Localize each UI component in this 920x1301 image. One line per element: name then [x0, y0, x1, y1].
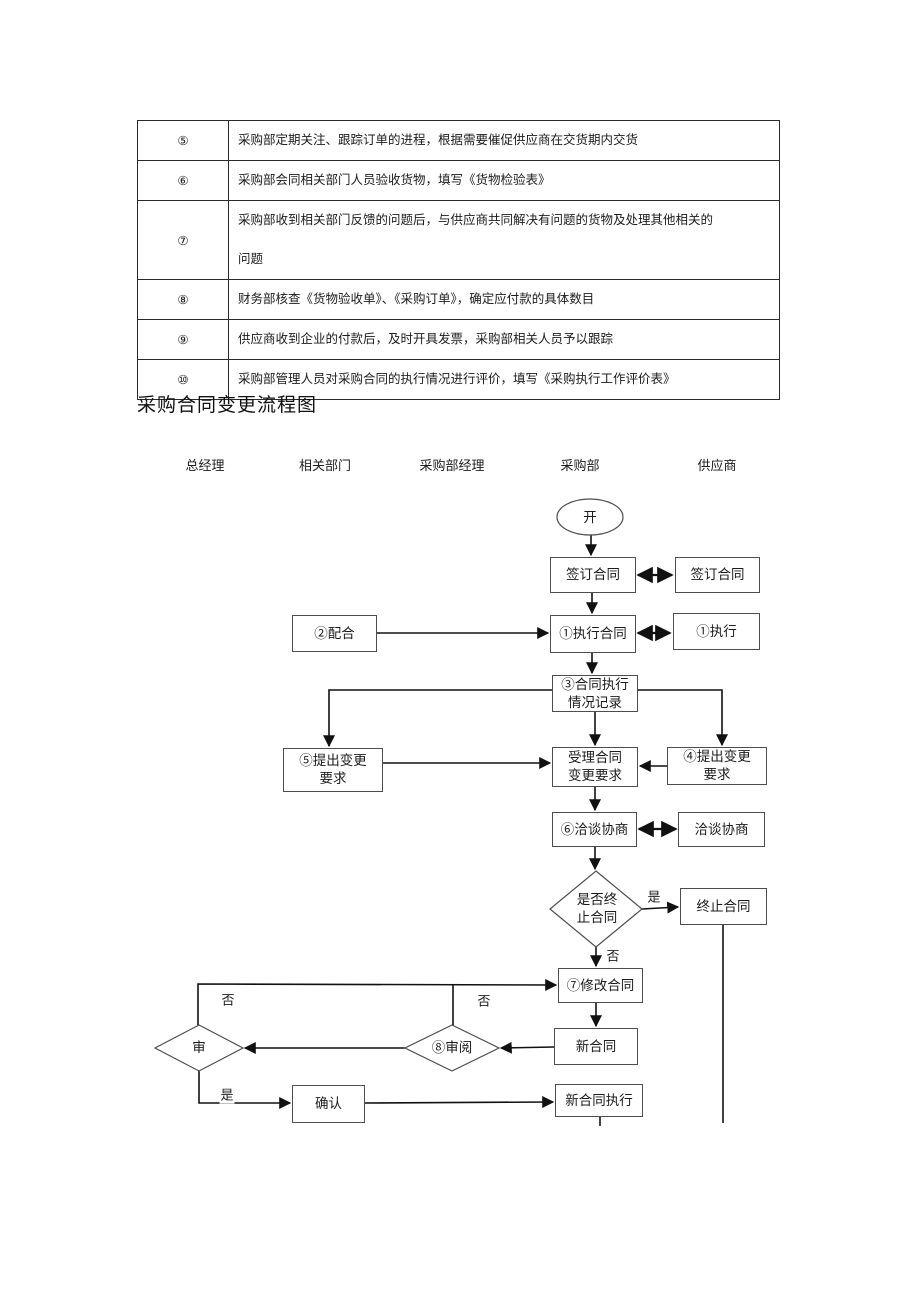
flow-node-negotiate: ⑥洽谈协商: [552, 812, 637, 847]
table-row: ⑥ 采购部会同相关部门人员验收货物，填写《货物检验表》: [137, 160, 780, 201]
lane-header-supplier: 供应商: [697, 458, 737, 473]
flow-node-confirm: 确认: [292, 1085, 365, 1123]
flow-node-negotiate-supplier: 洽谈协商: [678, 812, 765, 847]
step-description: 采购部会同相关部门人员验收货物，填写《货物检验表》: [228, 160, 780, 201]
step-number: ⑧: [137, 279, 229, 320]
edge-label-no-review: 否: [220, 989, 236, 1009]
step-description-text: 采购部收到相关部门反馈的问题后，与供应商共同解决有问题的货物及处理其他相关的 问…: [238, 213, 714, 266]
flow-node-accept-change: 受理合同 变更要求: [552, 747, 638, 787]
table-row: ⑧ 财务部核查《货物验收单》、《采购订单》，确定应付款的具体数目: [137, 279, 780, 320]
flow-node-execute-contract: ①执行合同: [550, 615, 636, 653]
step-description-text: 采购部定期关注、跟踪订单的进程，根据需要催促供应商在交货期内交货: [238, 133, 639, 147]
edge-label-no-terminate: 否: [605, 945, 621, 965]
step-number: ⑨: [137, 319, 229, 360]
step-description: 供应商收到企业的付款后，及时开具发票，采购部相关人员予以跟踪: [228, 319, 780, 360]
step-description: 采购部收到相关部门反馈的问题后，与供应商共同解决有问题的货物及处理其他相关的 问…: [228, 200, 780, 280]
flow-node-record: ③合同执行 情况记录: [552, 675, 638, 712]
step-description-text: 供应商收到企业的付款后，及时开具发票，采购部相关人员予以跟踪: [238, 332, 614, 346]
step-description-text: 采购部会同相关部门人员验收货物，填写《货物检验表》: [238, 173, 551, 187]
terminate-decision-label: 是否终 止合同: [576, 892, 618, 925]
table-row: ⑩ 采购部管理人员对采购合同的执行情况进行评价，填写《采购执行工作评价表》: [137, 359, 780, 400]
flow-node-sign-contract-supplier: 签订合同: [675, 557, 760, 593]
table-row: ⑤ 采购部定期关注、跟踪订单的进程，根据需要催促供应商在交货期内交货: [137, 120, 780, 161]
flow-node-new-contract-exec: 新合同执行: [555, 1084, 643, 1117]
table-row: ⑨ 供应商收到企业的付款后，及时开具发票，采购部相关人员予以跟踪: [137, 319, 780, 360]
lane-header-purchasing-manager: 采购部经理: [419, 458, 485, 473]
review-label: 审: [192, 1040, 206, 1056]
flow-node-propose-change-left: ⑤提出变更 要求: [283, 748, 383, 792]
flow-node-new-contract: 新合同: [554, 1028, 638, 1065]
step-description-text: 采购部管理人员对采购合同的执行情况进行评价，填写《采购执行工作评价表》: [238, 372, 676, 386]
step-description: 采购部定期关注、跟踪订单的进程，根据需要催促供应商在交货期内交货: [228, 120, 780, 161]
step-number: ⑥: [137, 160, 229, 201]
section-title: 采购合同变更流程图: [137, 395, 318, 416]
edge-label-yes-terminate: 是: [646, 886, 662, 906]
table-row: ⑦ 采购部收到相关部门反馈的问题后，与供应商共同解决有问题的货物及处理其他相关的…: [137, 200, 780, 280]
step-number: ⑤: [137, 120, 229, 161]
flow-node-execute-supplier: ①执行: [673, 613, 760, 650]
edge-label-no-review2: 否: [476, 990, 492, 1010]
flow-node-cooperate: ②配合: [292, 615, 377, 652]
flow-node-propose-change-right: ④提出变更 要求: [667, 747, 767, 785]
lane-header-general-manager: 总经理: [185, 458, 225, 473]
step-number: ⑩: [137, 359, 229, 400]
edge-label-yes-review: 是: [219, 1084, 235, 1104]
flow-node-start-label: 开: [583, 510, 597, 526]
flow-node-sign-contract: 签订合同: [550, 557, 636, 593]
step-description-text: 财务部核查《货物验收单》、《采购订单》，确定应付款的具体数目: [238, 292, 595, 306]
lane-header-purchasing-dept: 采购部: [560, 458, 600, 473]
flow-node-terminate-contract: 终止合同: [680, 888, 767, 925]
flow-node-modify-contract: ⑦修改合同: [558, 968, 643, 1003]
step-number: ⑦: [137, 200, 229, 280]
review2-label: ⑧审阅: [431, 1040, 473, 1056]
step-description: 财务部核查《货物验收单》、《采购订单》，确定应付款的具体数目: [228, 279, 780, 320]
procedure-table: ⑤ 采购部定期关注、跟踪订单的进程，根据需要催促供应商在交货期内交货 ⑥ 采购部…: [137, 120, 780, 400]
step-description: 采购部管理人员对采购合同的执行情况进行评价，填写《采购执行工作评价表》: [228, 359, 780, 400]
lane-header-related-departments: 相关部门: [298, 458, 352, 473]
